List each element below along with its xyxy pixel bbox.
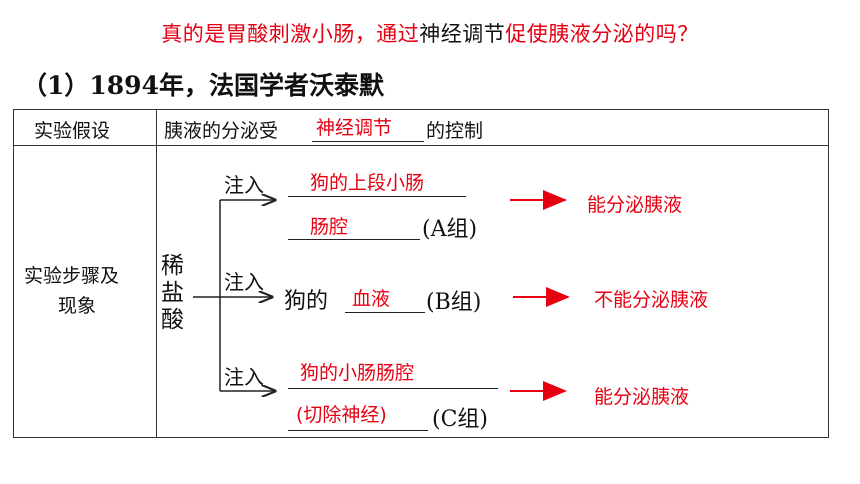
hypothesis-label: 实验假设	[34, 120, 111, 142]
group-c-answer-1: 狗的小肠肠腔	[300, 362, 415, 384]
experiment-table: 实验假设 胰液的分泌受 神经调节 的控制 实验步骤及 现象	[13, 109, 829, 438]
group-c-answer-2: (切除神经)	[296, 404, 387, 426]
group-c-label: (C组)	[432, 407, 488, 432]
group-a-blank-1	[288, 196, 466, 197]
reagent-char-3: 酸	[161, 307, 184, 333]
inject-label-c: 注入	[224, 365, 264, 389]
group-b-prefix: 狗的	[284, 289, 329, 314]
section-heading: （1）1894年，法国学者沃泰默	[22, 71, 384, 100]
question-line: 真的是胃酸刺激小肠，通过神经调节促使胰液分泌的吗？	[0, 18, 860, 48]
group-c-blank-2	[288, 430, 428, 431]
group-b-label: (B组)	[426, 290, 482, 315]
question-part-2: 神经调节	[419, 22, 506, 46]
question-part-1: 真的是胃酸刺激小肠，通过	[161, 22, 420, 46]
group-b-blank	[345, 312, 425, 313]
inject-label-b: 注入	[224, 270, 264, 294]
reagent-label: 稀 盐 酸	[161, 253, 184, 334]
reagent-char-1: 稀	[161, 253, 184, 279]
group-a-blank-2	[288, 239, 420, 240]
group-a-answer-2: 肠腔	[310, 216, 349, 238]
group-a-answer-1: 狗的上段小肠	[310, 172, 425, 194]
inject-label-a: 注入	[224, 173, 264, 197]
group-b-result: 不能分泌胰液	[594, 289, 709, 311]
hypothesis-prefix: 胰液的分泌受	[164, 120, 279, 142]
group-a-label: (A组)	[422, 217, 478, 242]
group-c-result: 能分泌胰液	[594, 386, 690, 408]
hypothesis-suffix: 的控制	[426, 120, 484, 142]
group-c-blank-1	[288, 388, 498, 389]
group-a-result: 能分泌胰液	[587, 194, 683, 216]
hypothesis-answer: 神经调节	[316, 117, 393, 139]
steps-label-line-2: 现象	[58, 295, 97, 317]
question-part-3: 促使胰液分泌的吗？	[505, 22, 699, 46]
column-divider	[156, 110, 157, 437]
result-arrows	[510, 190, 570, 401]
branch-lines	[193, 200, 275, 391]
steps-label-line-1: 实验步骤及	[24, 265, 120, 287]
reagent-char-2: 盐	[161, 280, 184, 306]
row-divider	[14, 145, 828, 146]
group-b-answer: 血液	[352, 288, 391, 310]
hypothesis-blank	[312, 141, 424, 142]
